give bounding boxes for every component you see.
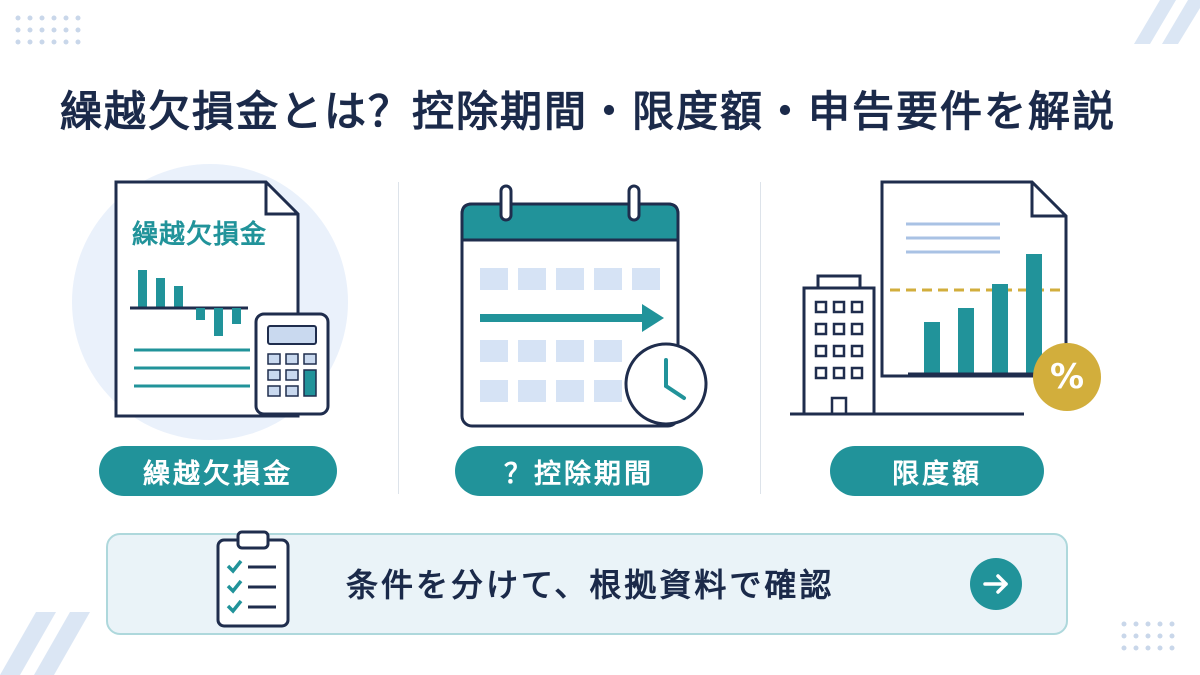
dot-grid-decoration (15, 15, 81, 45)
building-chart-icon (790, 180, 1068, 416)
percent-badge: % (1033, 343, 1101, 411)
panel-divider (760, 182, 761, 494)
document-calculator-icon (72, 164, 348, 440)
page-title: 繰越欠損金とは？控除期間・限度額・申告要件を解説 (60, 87, 1117, 136)
panel-label-gendogaku: 限度額 (830, 446, 1044, 496)
panel-label-koujo-kikan: ？控除期間 (455, 446, 703, 496)
arrow-right-button[interactable] (970, 558, 1022, 610)
stripe-decoration (0, 612, 90, 675)
arrow-right-icon (983, 574, 1008, 594)
panel-divider (398, 182, 399, 494)
panel-label-kurikoshi-kessonkin: 繰越欠損金 (99, 446, 337, 496)
banner-text: 条件を分けて、根拠資料で確認 (346, 566, 835, 604)
calendar-clock-icon (460, 184, 708, 428)
stripe-decoration (1134, 0, 1200, 44)
document-heading: 繰越欠損金 (132, 220, 268, 250)
dot-grid-decoration (1121, 621, 1175, 651)
checklist-clipboard-icon (216, 530, 290, 628)
